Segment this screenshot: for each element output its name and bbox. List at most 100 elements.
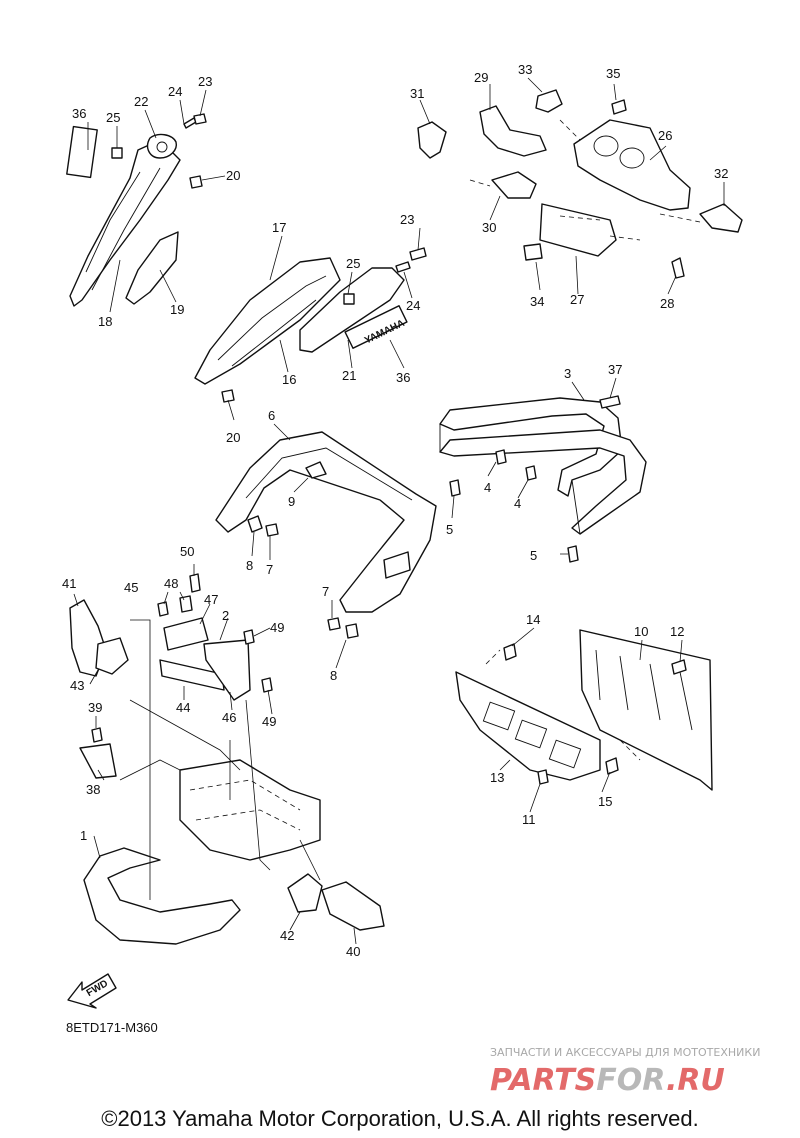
watermark-logo-tail: .RU [666,1063,725,1098]
diagram-code: 8ETD171-M360 [66,1020,158,1035]
callout-27: 27 [570,292,584,307]
front-cover-group [66,113,207,307]
callout-28: 28 [660,296,674,311]
watermark-logo: PARTSFOR.RU [490,1063,725,1098]
stay-46 [203,639,251,701]
bolt-35 [611,99,627,115]
bumper-bar-3a [439,397,623,497]
fwd-arrow: FWD [67,973,117,1009]
callout-23b: 23 [400,212,414,227]
callout-3: 3 [564,366,571,381]
center-cowl-group: YAMAHA [194,247,427,403]
callout-20b: 20 [226,430,240,445]
callout-5a: 5 [446,522,453,537]
panel-21 [299,267,405,353]
callout-32: 32 [714,166,728,181]
callout-7a: 7 [266,562,273,577]
callout-25b: 25 [346,256,360,271]
callout-40: 40 [346,944,360,959]
callout-6: 6 [268,408,275,423]
gasket-43 [95,637,129,675]
callout-26: 26 [658,128,672,143]
callout-41: 41 [62,576,76,591]
lower-left-group [69,573,385,945]
rivet-11 [537,769,549,785]
callout-1: 1 [80,828,87,843]
callout-43: 43 [70,678,84,693]
callout-21: 21 [342,368,356,383]
callout-48: 48 [164,576,178,591]
bolt-39 [91,727,103,743]
callout-12: 12 [670,624,684,639]
nut-5a [449,479,461,497]
callout-22: 22 [134,94,148,109]
stay-44 [159,659,225,691]
rivet-15 [605,757,619,775]
watermark-logo-accent: FOR [596,1063,666,1098]
callout-42: 42 [280,928,294,943]
callout-8b: 8 [330,668,337,683]
bolt-4a [495,449,507,465]
bolt-20b [221,389,235,403]
cover-33 [535,89,563,113]
nut-48 [179,595,193,613]
light-40 [321,881,385,931]
callout-39: 39 [88,700,102,715]
callout-17: 17 [272,220,286,235]
callout-36a: 36 [72,106,86,121]
callout-49a: 49 [270,620,284,635]
leader-lines [73,77,725,945]
washer-24b [395,261,411,273]
callout-46: 46 [222,710,236,725]
plate-34 [523,243,543,261]
watermark-logo-main: PARTS [490,1063,596,1098]
callout-5b: 5 [530,548,537,563]
callout-50: 50 [180,544,194,559]
callout-13: 13 [490,770,504,785]
bracket-38 [79,743,117,779]
callout-7b: 7 [322,584,329,599]
callout-11: 11 [522,812,536,827]
meter-housing-group [417,89,743,279]
clip-28 [671,257,685,279]
frame-section [179,759,321,861]
meter-housing-26 [573,119,691,211]
callout-29: 29 [474,70,488,85]
bolt-4b [525,465,537,481]
bracket-22 [146,133,177,159]
bumper-group [439,395,647,563]
nut-8b [345,623,359,639]
callout-9: 9 [288,494,295,509]
callout-2: 2 [222,608,229,623]
callout-4a: 4 [484,480,491,495]
cover-30 [491,171,537,199]
callout-24a: 24 [168,84,182,99]
bolt-49b [261,677,273,693]
bolt-23b [409,247,427,261]
shroud-6 [215,431,437,613]
callout-30: 30 [482,220,496,235]
clip-9 [305,461,327,479]
callout-44: 44 [176,700,190,715]
callout-25a: 25 [106,110,120,125]
callout-14: 14 [526,612,540,627]
nut-8a [247,515,263,533]
fwd-arrow-icon [67,973,117,1009]
decal-36-right [344,305,408,349]
collar-25b [343,293,355,305]
screw-7b [327,617,341,631]
watermark-subtitle: ЗАПЧАСТИ И АКСЕССУАРЫ ДЛЯ МОТОТЕХНИКИ [490,1046,760,1059]
callout-8a: 8 [246,558,253,573]
screw-7a [265,523,279,537]
cover-19 [125,231,179,305]
watermark: ЗАПЧАСТИ И АКСЕССУАРЫ ДЛЯ МОТОТЕХНИКИ PA… [490,1046,760,1098]
cover-29 [479,105,547,157]
decal-36-left [66,125,98,179]
callout-16: 16 [282,372,296,387]
callout-labels: 1 2 3 4 4 5 5 6 7 7 8 8 9 10 11 12 13 14… [62,62,728,959]
nut-5b [567,545,579,563]
callout-47: 47 [204,592,218,607]
skid-plate-group [455,629,713,791]
upper-cowl-17 [194,257,341,385]
